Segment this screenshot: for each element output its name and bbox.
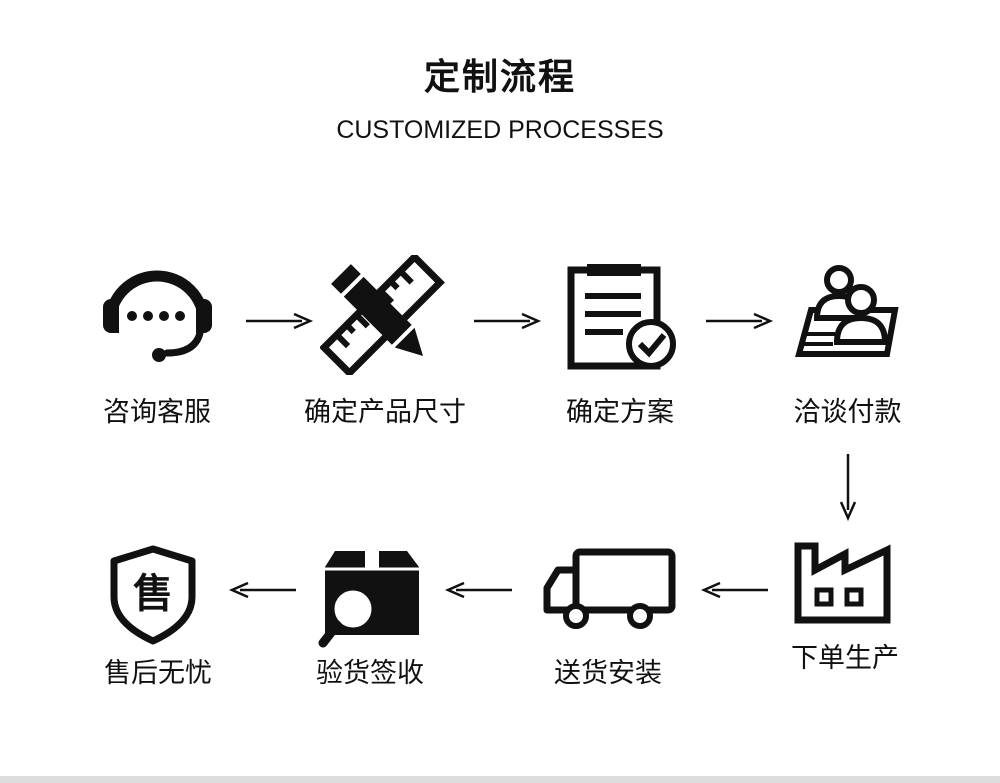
step-label: 下单生产: [791, 643, 899, 674]
step-label: 确定方案: [566, 397, 674, 428]
step-order-production: [793, 540, 893, 625]
step-confirm-plan: [565, 262, 680, 372]
step-label: 送货安装: [554, 658, 662, 689]
headset-icon: [103, 270, 212, 362]
arrow-right-icon: [704, 311, 774, 335]
arrow-right-icon: [472, 311, 542, 335]
step-confirm-size: [320, 255, 445, 375]
box-inspect-icon: [318, 551, 419, 648]
step-after-sales: 售: [108, 545, 198, 645]
step-negotiate-payment: [795, 262, 900, 362]
arrow-left-icon: [700, 580, 770, 604]
arrow-left-icon: [228, 580, 298, 604]
step-delivery-installation: [542, 548, 677, 633]
arrow-left-icon: [444, 580, 514, 604]
shield-glyph: 售: [133, 571, 173, 617]
arrow-right-icon: [244, 311, 314, 335]
factory-icon: [794, 542, 891, 624]
users-meeting-icon: [795, 265, 899, 357]
step-label: 咨询客服: [103, 397, 211, 428]
step-inspection-signoff: [315, 547, 425, 652]
delivery-truck-icon: [543, 548, 676, 629]
ruler-pencil-icon: [320, 255, 445, 375]
arrow-down-icon: [838, 452, 858, 526]
step-consult-service: [95, 255, 220, 370]
clipboard-check-icon: [567, 264, 676, 370]
step-label: 售后无忧: [104, 658, 212, 689]
step-label: 洽谈付款: [793, 397, 902, 428]
after-sales-shield-icon: 售: [110, 545, 196, 645]
step-label: 确定产品尺寸: [304, 397, 466, 428]
step-label: 验货签收: [316, 658, 424, 689]
page-subtitle: CUSTOMIZED PROCESSES: [336, 116, 664, 144]
page-title: 定制流程: [423, 57, 576, 98]
footer-divider: [0, 776, 1000, 783]
